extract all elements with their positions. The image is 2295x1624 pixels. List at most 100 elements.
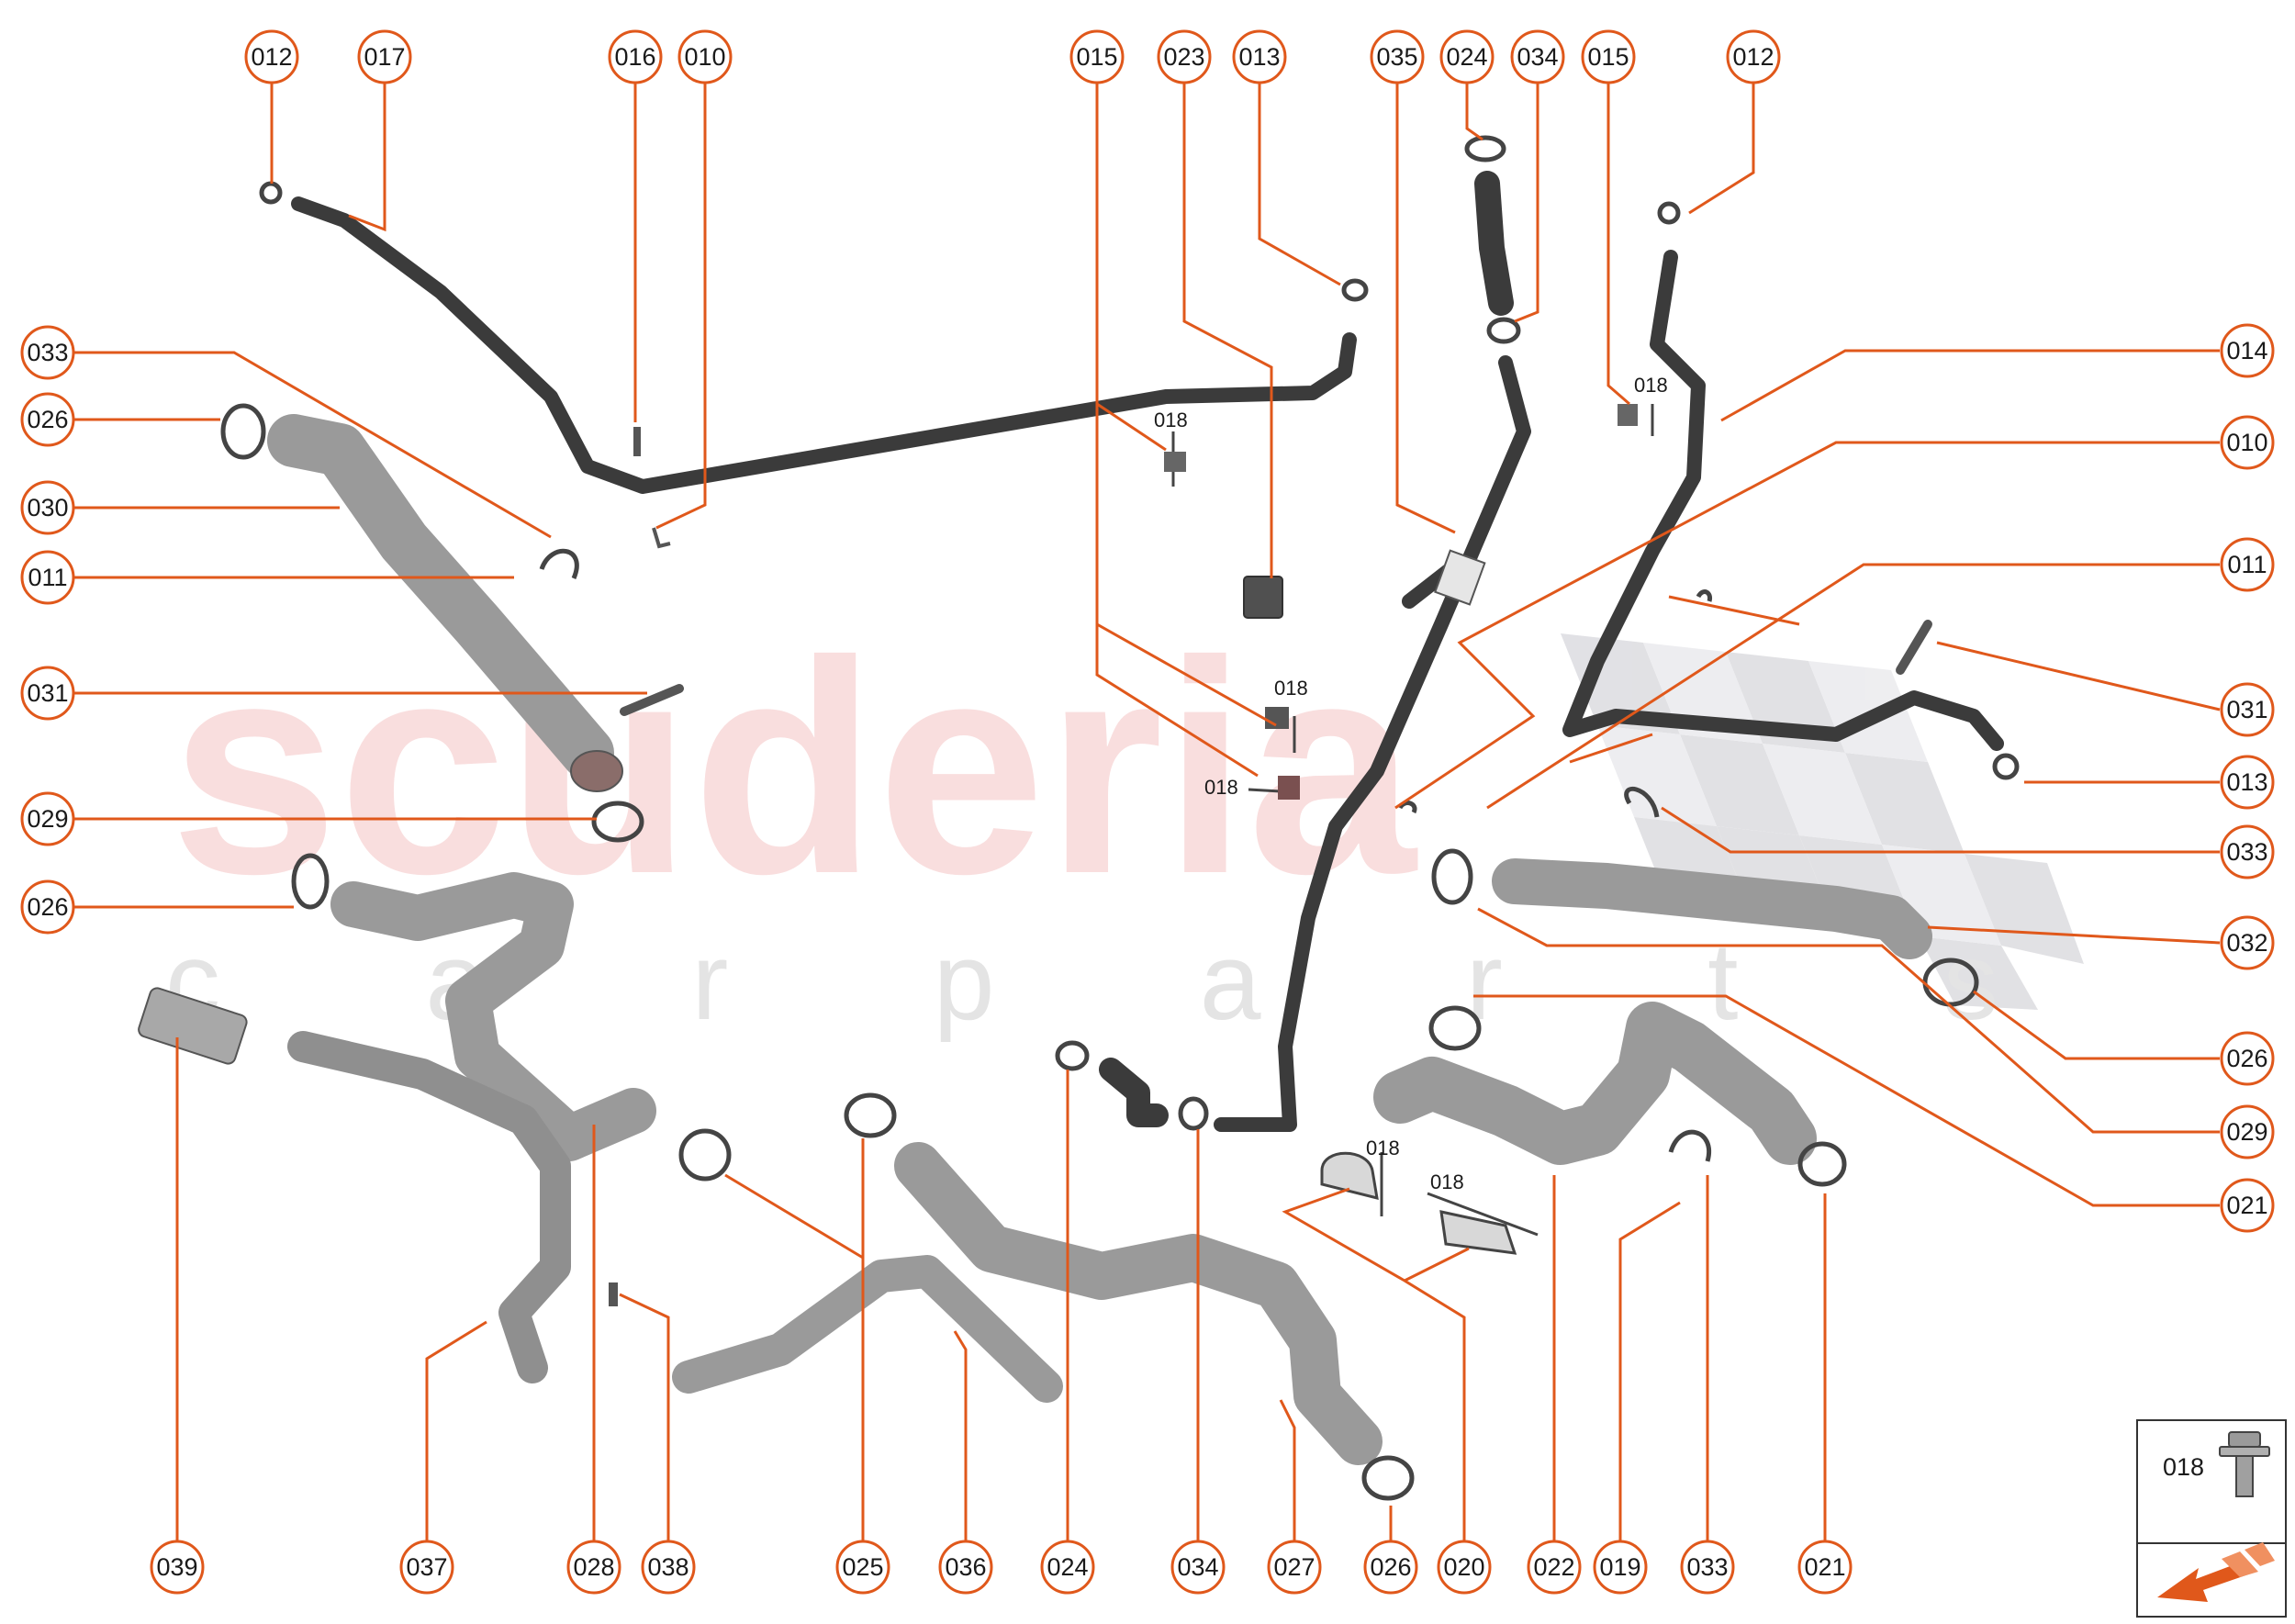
callout-circle	[566, 1540, 621, 1595]
hose-027	[894, 1142, 1383, 1465]
callout-number: 025	[842, 1553, 883, 1581]
clip-010-mid	[1397, 801, 1417, 814]
callout-circle	[20, 480, 75, 535]
hose-036	[672, 1255, 1063, 1403]
hose-037	[287, 1031, 571, 1383]
callout-circle	[244, 29, 299, 84]
callout-number: 026	[27, 893, 68, 921]
callout-circle	[1437, 1540, 1492, 1595]
callout-bottom-2: 028	[566, 1540, 621, 1595]
bracket-015-b	[1265, 707, 1289, 729]
callout-number: 037	[406, 1553, 447, 1581]
callout-right-3: 031	[2220, 682, 2275, 737]
clamp-013-top	[1341, 278, 1369, 302]
callout-right-0: 014	[2220, 323, 2275, 378]
callout-number: 022	[1533, 1553, 1574, 1581]
watermark-brand: scuderia	[170, 598, 1417, 936]
callout-number: 030	[27, 494, 68, 521]
callout-top-11: 012	[1726, 29, 1781, 84]
callout-number: 010	[684, 43, 725, 71]
callout-number: 024	[1446, 43, 1487, 71]
bracket-020-b	[1439, 1210, 1517, 1255]
callout-circle	[1581, 29, 1636, 84]
callout-left-3: 011	[20, 550, 75, 605]
part-018-label-6: 018	[1430, 1170, 1464, 1193]
callout-number: 038	[647, 1553, 688, 1581]
callout-circle	[641, 1540, 696, 1595]
clamp-024-top	[1464, 135, 1506, 162]
legend-box: 018	[2136, 1419, 2287, 1618]
callout-right-4: 013	[2220, 755, 2275, 810]
callout-number: 026	[27, 406, 68, 433]
callout-left-4: 031	[20, 666, 75, 721]
callout-top-5: 023	[1157, 29, 1212, 84]
part-018-label-2: 018	[1274, 677, 1308, 700]
hose-024-mid	[1099, 1058, 1169, 1127]
bracket-020-a	[1320, 1151, 1379, 1201]
callout-number: 033	[1686, 1553, 1728, 1581]
sensor-031-left	[620, 684, 684, 716]
clamp-025	[844, 1092, 897, 1138]
callout-bottom-3: 038	[641, 1540, 696, 1595]
callout-number: 023	[1163, 43, 1204, 71]
hose-017	[291, 196, 1357, 494]
clamp-013-right	[1992, 753, 2020, 780]
callout-top-8: 024	[1439, 29, 1495, 84]
parts-drawings	[138, 135, 2020, 1501]
callout-top-3: 010	[677, 29, 733, 84]
callout-circle	[20, 392, 75, 447]
callout-number: 020	[1443, 1553, 1484, 1581]
callout-circle	[399, 1540, 454, 1595]
callout-number: 021	[1804, 1553, 1845, 1581]
callout-bottom-5: 036	[938, 1540, 993, 1595]
callout-circle	[1069, 29, 1125, 84]
sleeve-023	[1243, 576, 1283, 619]
callout-number: 026	[1370, 1553, 1411, 1581]
callout-number: 012	[251, 43, 292, 71]
callout-number: 029	[27, 805, 68, 833]
hose-030-end	[570, 750, 623, 792]
callout-circle	[2220, 1178, 2275, 1233]
callout-circle	[608, 29, 663, 84]
callout-circle	[1267, 1540, 1322, 1595]
part-018-label-4: 018	[1634, 374, 1668, 397]
callout-number: 035	[1376, 43, 1417, 71]
callout-circle	[1527, 1540, 1582, 1595]
callout-circle	[20, 325, 75, 380]
clamp-033-bottom	[1668, 1129, 1712, 1162]
hose-028	[330, 872, 656, 1161]
bracket-015-a	[1164, 452, 1186, 472]
callout-number: 011	[2227, 551, 2267, 578]
callout-circle	[2220, 915, 2275, 970]
callout-circle	[20, 879, 75, 935]
callout-number: 039	[156, 1553, 197, 1581]
callout-bottom-6: 024	[1040, 1540, 1095, 1595]
callout-circle	[2220, 537, 2275, 592]
callout-circle	[1797, 1540, 1853, 1595]
hose-clamps	[220, 135, 2020, 1501]
part-018-label-1: 018	[1154, 409, 1188, 431]
clamp-033-left	[539, 548, 579, 579]
callout-circle	[2220, 1031, 2275, 1086]
callout-top-1: 017	[357, 29, 412, 84]
callout-bottom-9: 026	[1363, 1540, 1418, 1595]
hose-035-tee	[1434, 549, 1486, 606]
callout-circle	[1370, 29, 1425, 84]
clamp-026-bottom	[1361, 1455, 1415, 1501]
callout-circle	[1157, 29, 1212, 84]
callout-right-6: 032	[2220, 915, 2275, 970]
callout-circle	[1363, 1540, 1418, 1595]
callout-circle	[835, 1540, 890, 1595]
callout-number: 028	[573, 1553, 614, 1581]
arrow-icon[interactable]	[2157, 1542, 2275, 1602]
callout-number: 015	[1076, 43, 1117, 71]
callout-left-6: 026	[20, 879, 75, 935]
callout-left-1: 026	[20, 392, 75, 447]
callout-number: 015	[1587, 43, 1629, 71]
leader-lines	[72, 77, 2221, 1567]
callout-left-2: 030	[20, 480, 75, 535]
clamp-033-right	[1624, 787, 1660, 818]
hose-032	[1492, 858, 1932, 959]
part-018-labels: 018 018 018 018 018 018	[1154, 374, 1668, 1193]
